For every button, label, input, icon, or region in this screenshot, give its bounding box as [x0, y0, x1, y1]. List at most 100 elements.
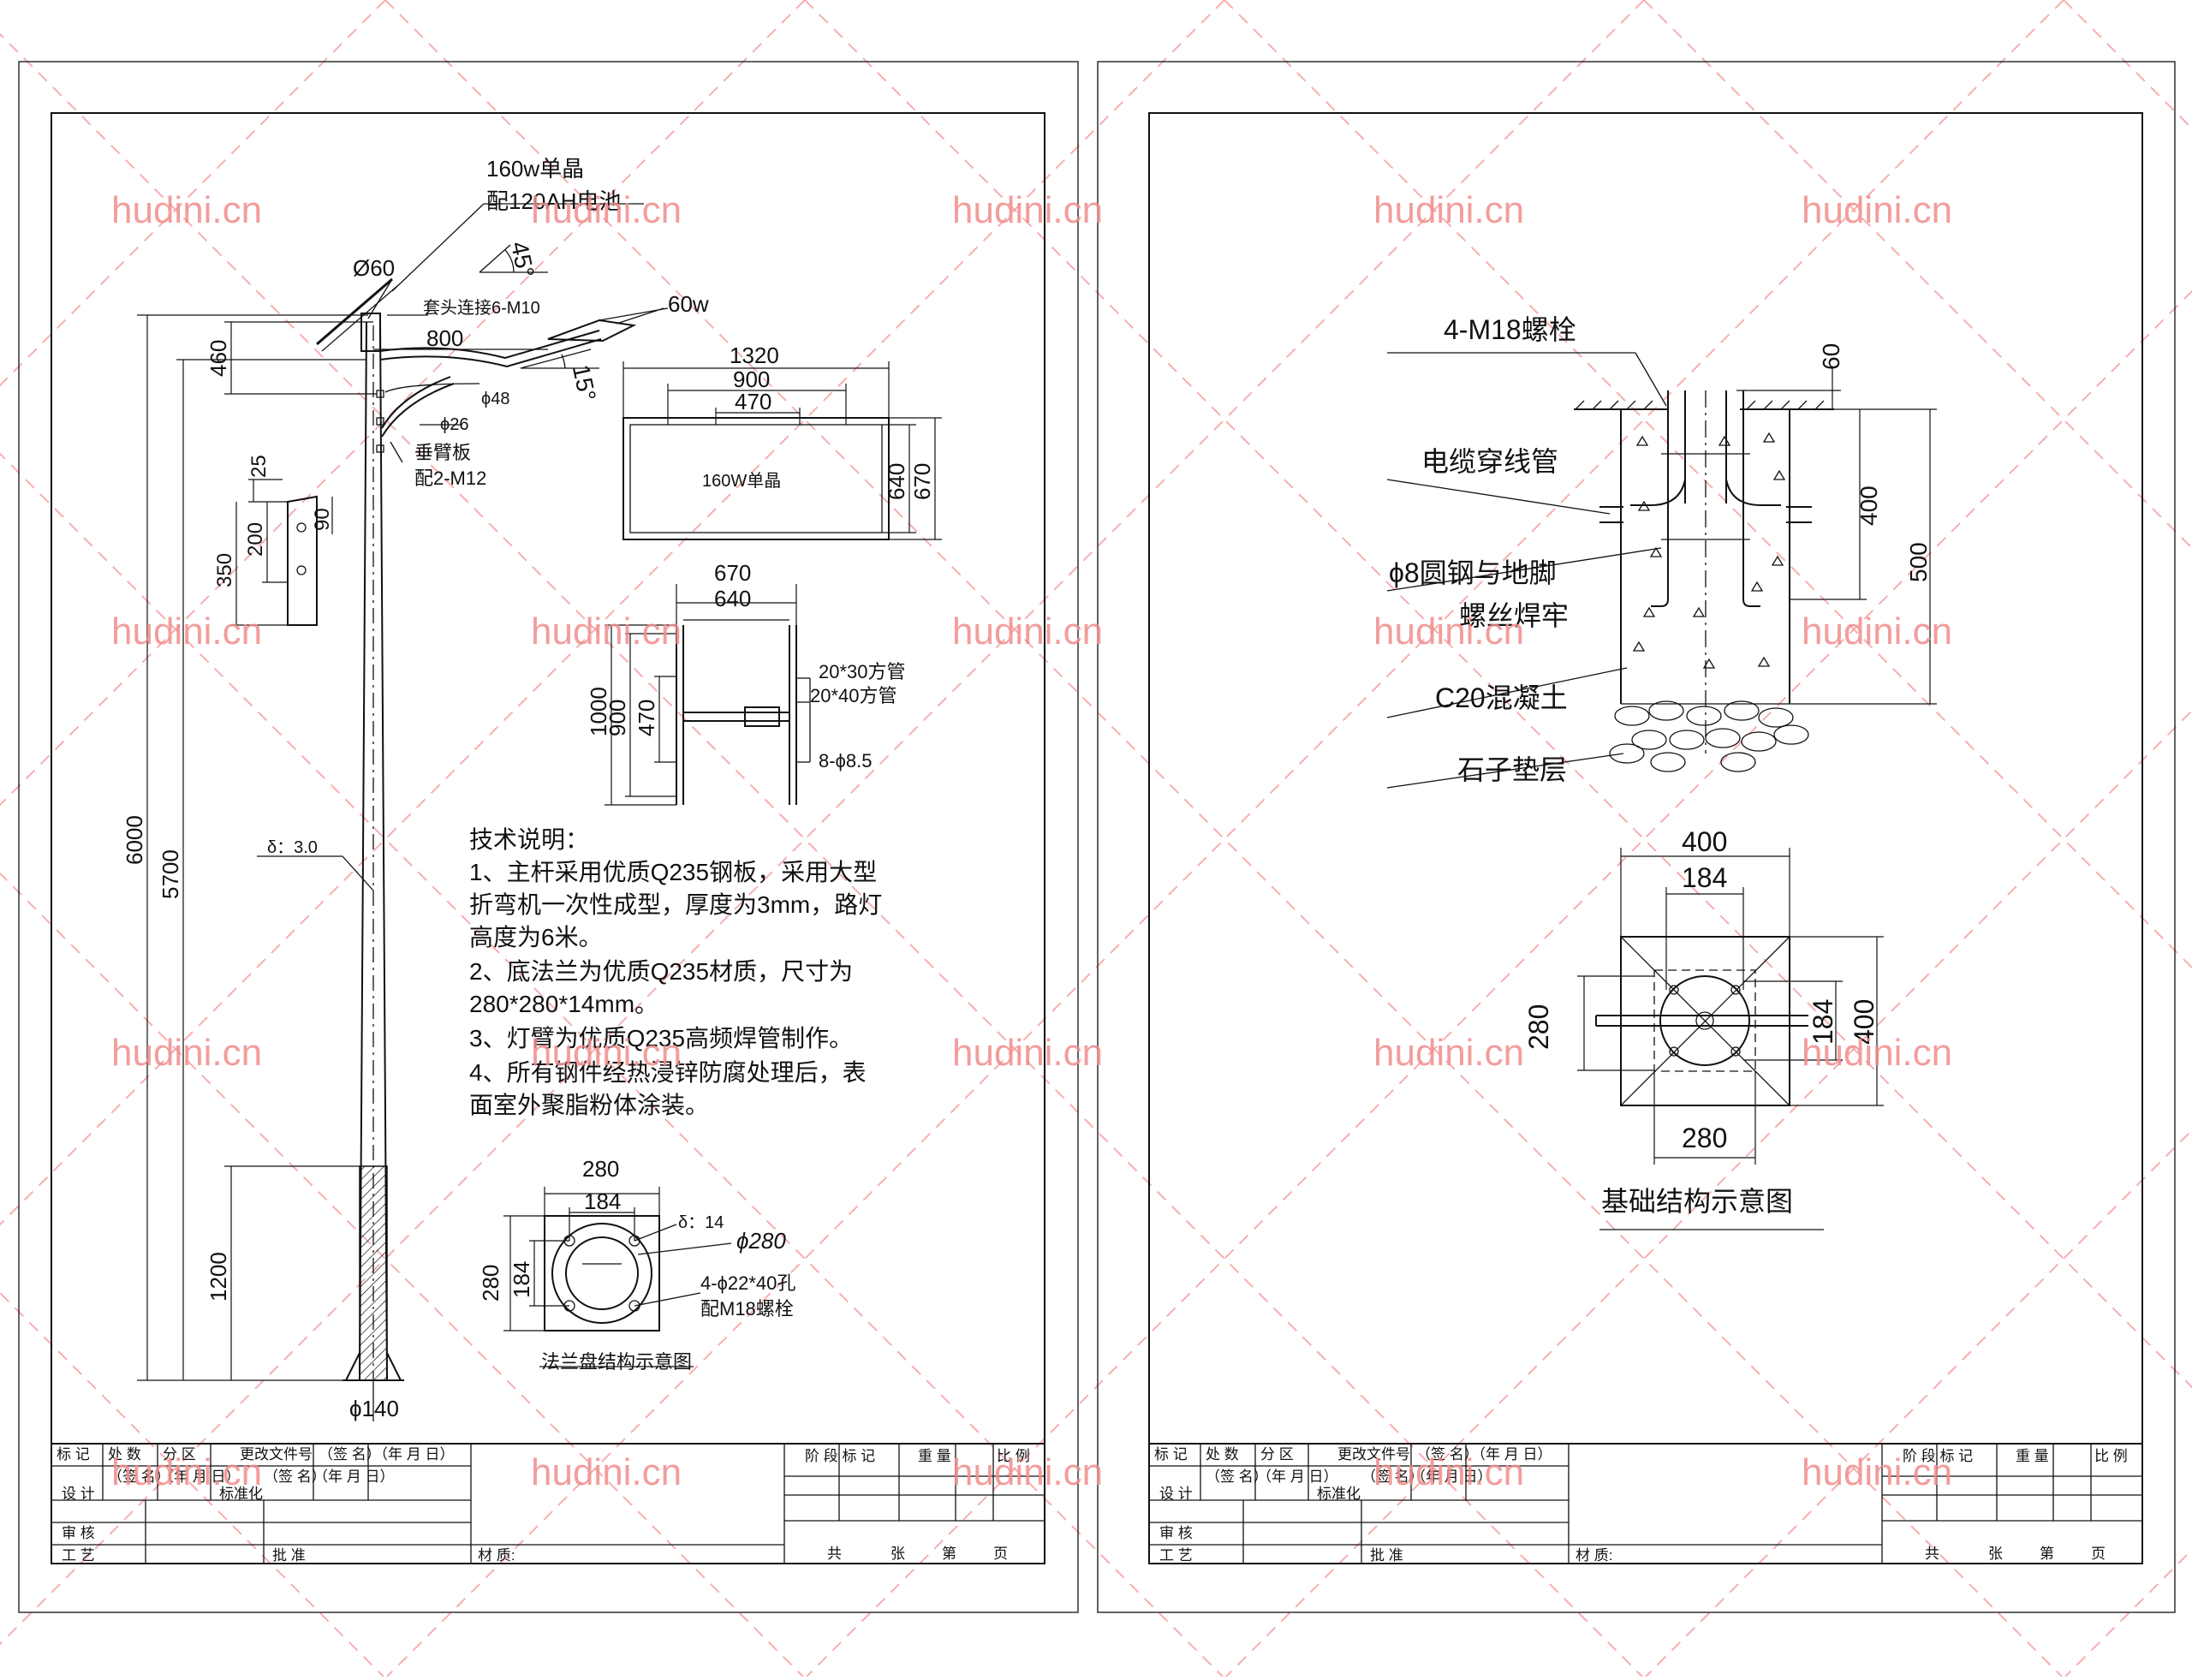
thickness-label: δ：3.0 — [267, 838, 318, 857]
lamp-power-label: 60w — [668, 291, 709, 317]
stage-label: 阶 段 标 记 — [1903, 1448, 1973, 1464]
frame-width-inner: 640 — [714, 586, 751, 611]
title-block-frame — [51, 1443, 1045, 1564]
sheet-no-label: 第 — [2040, 1546, 2054, 1562]
sheets-label: 张 — [1988, 1546, 2003, 1562]
watermark-line — [0, 872, 804, 1677]
bracket-dim-90: 90 — [311, 508, 334, 531]
tube-1-label: 20*30方管 — [819, 661, 906, 682]
watermark-label: hudini.cn — [111, 1032, 262, 1074]
watermark-line — [806, 289, 2192, 1677]
flange-view — [503, 1187, 732, 1367]
watermark-line — [0, 33, 1643, 1677]
title-block-cell: （年 月 日） — [159, 1469, 240, 1485]
title-block-cell: （签 名） — [1206, 1469, 1268, 1485]
approve-label: 批 准 — [1370, 1547, 1403, 1564]
title-block-cell: （签 名） — [108, 1469, 170, 1485]
scale-label: 比 例 — [997, 1448, 1030, 1464]
panel-width-inner: 470 — [735, 389, 771, 414]
watermark-line — [1224, 0, 2192, 969]
watermark-label: hudini.cn — [952, 611, 1103, 652]
buried-depth-label: 1200 — [206, 1252, 231, 1302]
foundation-dim-60: 60 — [1818, 343, 1844, 370]
gravel-stone — [1614, 706, 1650, 726]
flange-height-spacing: 184 — [509, 1261, 534, 1298]
bracket-dim-25: 25 — [247, 455, 271, 478]
flange-holes: 4-ϕ22*40孔 — [700, 1272, 795, 1294]
watermark-line — [2064, 1548, 2192, 1677]
watermark-label: hudini.cn — [952, 189, 1103, 231]
review-label: 审 核 — [1159, 1525, 1193, 1541]
gravel-stone — [1669, 730, 1705, 750]
plan-right-400: 400 — [1849, 999, 1879, 1045]
title-block-cell: 处 数 — [108, 1446, 141, 1463]
watermark-line — [0, 0, 806, 807]
scale-label: 比 例 — [2094, 1448, 2128, 1464]
pole-labels: 160w单晶 配120AH电池 Ø60 45° 套头连接6-M10 60w 80… — [122, 156, 709, 1421]
title-block-cell: 设 计 — [62, 1486, 95, 1502]
material-label: 材 质: — [1576, 1547, 1612, 1564]
watermark-label: hudini.cn — [1373, 1451, 1524, 1493]
gravel-stone — [1773, 724, 1809, 745]
frame-height-2: 900 — [605, 700, 630, 736]
foundation-labels: 4-M18螺栓 电缆穿线管 ϕ8圆钢与地脚 螺丝焊牢 C20混凝土 石子垫层 6… — [1389, 314, 1932, 1217]
concrete-mark — [1718, 435, 1731, 446]
brace-plate-detail — [231, 479, 333, 626]
watermark-label: hudini.cn — [111, 1451, 262, 1493]
watermark-label: hudini.cn — [1802, 1032, 1952, 1074]
frame-view-labels: 670 640 1000 900 470 20*30方管 20*40方管 8-ϕ… — [586, 560, 906, 771]
title-block-cell: 分 区 — [163, 1446, 196, 1463]
flange-caption: 法兰盘结构示意图 — [541, 1351, 692, 1373]
flange-diameter: ϕ280 — [736, 1228, 786, 1254]
panel-spec-label: 160w单晶 — [486, 156, 584, 182]
concrete-mark — [1702, 658, 1716, 669]
gravel-label: 石子垫层 — [1457, 754, 1567, 785]
watermark-line — [0, 0, 386, 387]
foundation-caption: 基础结构示意图 — [1601, 1186, 1793, 1217]
frame-width-outer: 670 — [714, 560, 751, 586]
title-block-cell: （签 名） — [1361, 1469, 1424, 1485]
watermark-label: hudini.cn — [531, 1032, 682, 1074]
weight-label: 重 量 — [2016, 1448, 2049, 1464]
sleeve-connection-label: 套头连接6-M10 — [423, 298, 540, 318]
title-block-frame — [1148, 1443, 2143, 1564]
process-label: 工 艺 — [1159, 1547, 1193, 1564]
foundation-dim-500: 500 — [1905, 542, 1932, 582]
notes-line: 280*280*14mm。 — [469, 991, 658, 1017]
tube-2-label: 20*40方管 — [810, 685, 897, 706]
notes-line: 折弯机一次性成型，厚度为3mm，路灯 — [469, 891, 882, 918]
concrete-texture — [1632, 432, 1786, 669]
title-block-cell: 处 数 — [1206, 1446, 1239, 1463]
gravel-stone — [1686, 706, 1722, 726]
weight-label: 重 量 — [918, 1448, 951, 1464]
notes-line: 4、所有钢件经热浸锌防腐处理后，表 — [469, 1059, 867, 1086]
cable-pipe-label: 电缆穿线管 — [1421, 446, 1558, 477]
brace-plate-label: 垂臂板 — [414, 442, 471, 463]
title-block-cell: （签 名） — [319, 1446, 381, 1463]
title-block-right: 标 记处 数分 区更改文件号（签 名）（年 月 日）设 计（签 名）（年 月 日… — [1148, 1443, 2143, 1564]
concrete-mark — [1632, 640, 1646, 652]
watermark-label: hudini.cn — [952, 1032, 1103, 1074]
bracket-dim-350: 350 — [213, 553, 236, 587]
flange-height: 280 — [478, 1265, 503, 1302]
title-block-cell: 设 计 — [1159, 1486, 1193, 1502]
panel-width-outer: 1320 — [730, 343, 779, 368]
foundation-bolts-label: 4-M18螺栓 — [1444, 314, 1576, 345]
concrete-mark — [1692, 606, 1706, 617]
watermark-line — [1225, 709, 2192, 1677]
mounting-frame-view — [605, 584, 811, 806]
material-label: 材 质: — [478, 1547, 515, 1564]
watermark-text: hudini.cn hudini.cn hudini.cn hudini.cn hudi… — [111, 189, 1952, 1493]
panel-angle-label: 45° — [506, 239, 539, 280]
title-block-cell: 分 区 — [1260, 1446, 1294, 1463]
concrete-mark — [1757, 656, 1771, 667]
watermark-label: hudini.cn — [1373, 189, 1524, 231]
watermark-label: hudini.cn — [952, 1451, 1103, 1493]
height-pole-label: 5700 — [158, 849, 183, 899]
title-block-cell: （年 月 日） — [1471, 1446, 1552, 1463]
watermark-label: hudini.cn — [1802, 189, 1952, 231]
flange-thickness: δ：14 — [678, 1213, 724, 1232]
title-block-cell: 标 记 — [1154, 1446, 1188, 1463]
